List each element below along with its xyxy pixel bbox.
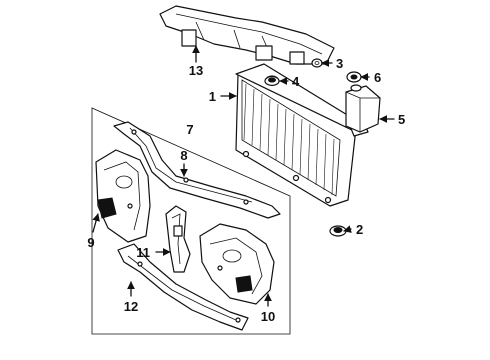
- callout-7: 7: [186, 122, 193, 137]
- callout-6: 6: [374, 70, 381, 85]
- center-bracket: [165, 205, 191, 273]
- callout-13: 13: [189, 63, 203, 78]
- callout-1: 1: [209, 89, 216, 104]
- lower-support-rail: [117, 243, 249, 331]
- upper-support-bar: [159, 5, 335, 65]
- callout-11: 11: [136, 245, 150, 260]
- radiator-core: [235, 63, 369, 207]
- callout-9: 9: [87, 235, 94, 250]
- callout-2: 2: [356, 222, 363, 237]
- cap-part-6: [346, 71, 362, 83]
- radiator-cap: [264, 75, 280, 87]
- radiator-fins: [243, 83, 335, 196]
- callout-3: 3: [336, 56, 343, 71]
- leader-2: [343, 225, 352, 233]
- callout-10: 10: [261, 309, 275, 324]
- callout-5: 5: [398, 112, 405, 127]
- callout-12: 12: [124, 299, 138, 314]
- callout-labels: 1 2 3 4 5 6 7 8 9 10 11 12 13: [87, 56, 405, 324]
- support-assembly-frame: [91, 107, 291, 335]
- callout-8: 8: [180, 148, 187, 163]
- cap-part-3: [311, 58, 323, 68]
- right-side-panel: [199, 223, 275, 305]
- upper-support-rail: [113, 121, 281, 219]
- left-side-panel: [95, 149, 151, 243]
- reservoir-tank: [345, 84, 381, 133]
- leader-lines: [92, 45, 395, 307]
- callout-4: 4: [292, 74, 300, 89]
- leader-9: [92, 213, 100, 233]
